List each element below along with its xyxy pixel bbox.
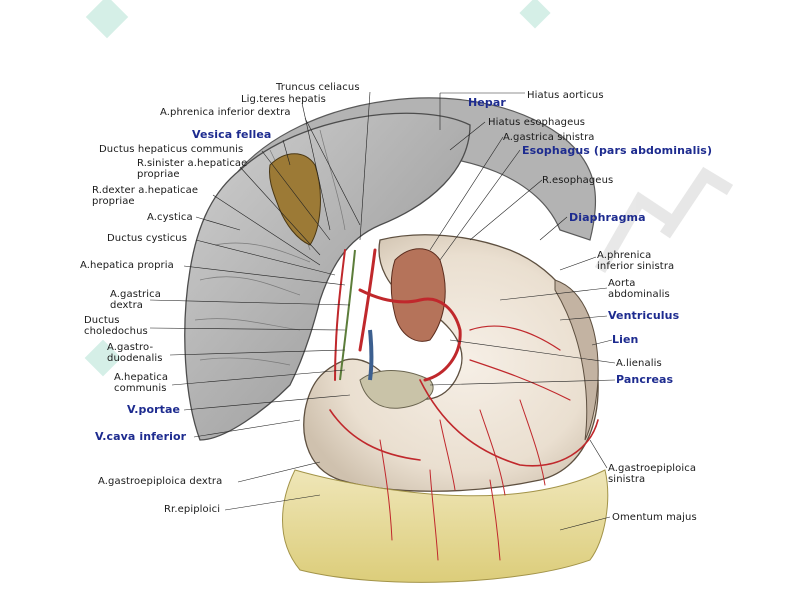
label-v-portae: V.portae [127, 403, 181, 416]
label-a-gastrica-sinistra: A.gastrica sinistra [503, 132, 595, 143]
label-a-gastroduodenalis: A.gastro- duodenalis [107, 342, 163, 364]
omentum-majus [282, 469, 609, 583]
label-truncus-celiacus: Truncus celiacus [276, 82, 360, 93]
watermark-letters [594, 166, 734, 273]
vessels-green [339, 249, 356, 381]
label-vesica-fellea: Vesica fellea [192, 128, 272, 141]
label-a-gastroepiploica-sinistra: A.gastroepiploica sinistra [608, 463, 697, 485]
label-a-phrenica-inferior-sinistra: A.phrenica inferior sinistra [597, 250, 675, 272]
label-esophagus: Esophagus (pars abdominalis) [522, 144, 713, 157]
label-a-lienalis: A.lienalis [616, 358, 662, 369]
label-lig-teres-hepatis: Lig.teres hepatis [241, 94, 326, 105]
label-a-cystica: A.cystica [147, 212, 193, 223]
label-hiatus-aorticus: Hiatus aorticus [527, 90, 604, 101]
label-r-dexter: R.dexter a.hepaticae propriae [92, 185, 199, 207]
label-ventriculus: Ventriculus [608, 309, 680, 322]
arteries [329, 248, 599, 561]
label-aorta-abdominalis: Aorta abdominalis [608, 278, 670, 300]
label-diaphragma: Diaphragma [569, 211, 646, 224]
label-a-gastroepiploica-dextra: A.gastroepiploica dextra [98, 476, 223, 487]
vessels-blue [368, 329, 374, 381]
label-v-cava-inferior: V.cava inferior [95, 430, 187, 443]
label-ductus-hepaticus-communis: Ductus hepaticus communis [99, 144, 244, 155]
esophagus [390, 248, 446, 342]
label-r-esophageus: R.esophageus [542, 175, 614, 186]
gallbladder [269, 153, 321, 246]
label-rr-epiploici: Rr.epiploici [164, 504, 221, 515]
leader-lines [149, 91, 616, 531]
label-lien: Lien [612, 333, 639, 346]
label-a-hepatica-propria: A.hepatica propria [80, 260, 174, 271]
label-pancreas: Pancreas [616, 373, 674, 386]
spleen [554, 279, 599, 441]
label-ductus-cysticus: Ductus cysticus [107, 233, 188, 244]
label-ductus-choledochus: Ductus choledochus [84, 315, 148, 337]
liver [184, 112, 471, 441]
label-a-hepatica-communis: A.hepatica communis [114, 372, 169, 394]
label-hepar: Hepar [468, 96, 506, 109]
label-hiatus-esophageus: Hiatus esophageus [488, 117, 586, 128]
label-omentum-majus: Omentum majus [612, 512, 697, 523]
label-r-sinister: R.sinister a.hepaticae propriae [137, 158, 248, 180]
label-a-gastrica-dextra: A.gastrica dextra [110, 289, 161, 311]
pancreas [359, 370, 434, 409]
label-a-phrenica-inferior-dextra: A.phrenica inferior dextra [160, 107, 291, 118]
